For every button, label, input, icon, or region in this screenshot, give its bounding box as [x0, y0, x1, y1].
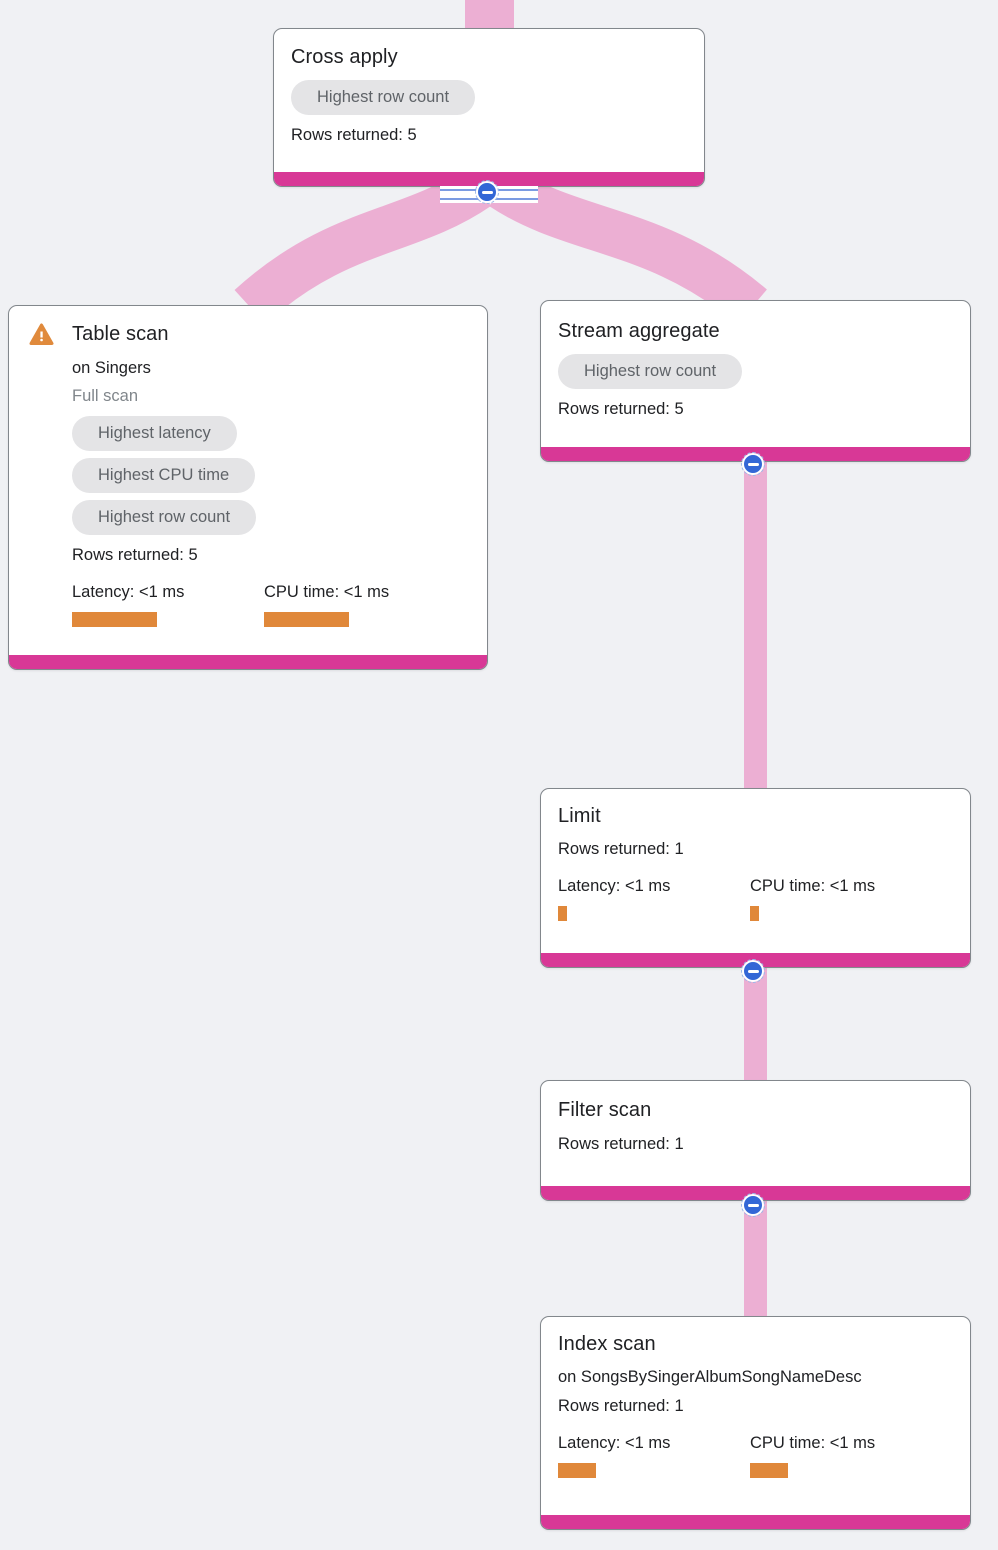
latency-label: Latency: <1 ms	[72, 583, 185, 601]
node-title: Limit	[558, 805, 601, 827]
node-title: Filter scan	[558, 1099, 652, 1121]
latency-label: Latency: <1 ms	[558, 877, 671, 895]
badge-highest-row-count: Highest row count	[558, 354, 743, 389]
rows-returned-label: Rows returned: 1	[558, 840, 684, 858]
rows-returned-label: Rows returned: 1	[558, 1397, 684, 1415]
minus-icon	[747, 1203, 759, 1207]
badge-highest-latency: Highest latency	[72, 416, 237, 451]
cpu-time-label: CPU time: <1 ms	[264, 583, 390, 601]
node-title: Stream aggregate	[558, 320, 720, 342]
node-cross-apply[interactable]: Cross apply Highest row count Rows retur…	[273, 28, 705, 187]
collapse-button-limit[interactable]	[741, 959, 765, 983]
rows-returned-label: Rows returned: 5	[558, 400, 684, 418]
minus-icon	[481, 190, 493, 194]
minus-icon	[747, 462, 759, 466]
rows-returned-label: Rows returned: 5	[291, 126, 417, 144]
minus-icon	[747, 969, 759, 973]
node-subtitle: on Singers	[72, 359, 151, 377]
node-subtitle: on SongsBySingerAlbumSongNameDesc	[558, 1368, 862, 1386]
node-accent-bar	[274, 172, 704, 186]
latency-bar	[72, 612, 157, 627]
full-scan-note: Full scan	[72, 387, 139, 405]
latency-bar	[558, 906, 567, 921]
rows-returned-label: Rows returned: 1	[558, 1135, 684, 1153]
node-filter-scan[interactable]: Filter scan Rows returned: 1	[540, 1080, 971, 1201]
node-accent-bar	[541, 1186, 970, 1200]
badge-highest-cpu-time: Highest CPU time	[72, 458, 256, 493]
node-limit[interactable]: Limit Rows returned: 1 Latency: <1 ms CP…	[540, 788, 971, 968]
node-accent-bar	[541, 1515, 970, 1529]
collapse-button-stream-aggregate[interactable]	[741, 452, 765, 476]
edge-stream-aggregate-to-limit	[744, 455, 767, 795]
latency-label: Latency: <1 ms	[558, 1434, 671, 1452]
warning-icon	[29, 323, 54, 345]
node-index-scan[interactable]: Index scan on SongsBySingerAlbumSongName…	[540, 1316, 971, 1530]
edge-parent-to-cross-apply	[465, 0, 514, 30]
cpu-time-label: CPU time: <1 ms	[750, 877, 876, 895]
badge-highest-row-count: Highest row count	[72, 500, 257, 535]
badge-highest-row-count: Highest row count	[291, 80, 476, 115]
cpu-time-bar	[264, 612, 349, 627]
node-stream-aggregate[interactable]: Stream aggregate Highest row count Rows …	[540, 300, 971, 462]
node-title: Index scan	[558, 1333, 656, 1355]
node-table-scan[interactable]: Table scan on Singers Full scan Highest …	[8, 305, 488, 670]
collapse-button-filter-scan[interactable]	[741, 1193, 765, 1217]
edge-limit-to-filter-scan	[744, 960, 767, 1086]
node-title: Table scan	[72, 323, 169, 345]
rows-returned-label: Rows returned: 5	[72, 546, 198, 564]
node-accent-bar	[9, 655, 487, 669]
collapse-button-cross-apply[interactable]	[475, 180, 499, 204]
edge-filter-scan-to-index-scan	[744, 1194, 767, 1322]
cpu-time-label: CPU time: <1 ms	[750, 1434, 876, 1452]
cpu-time-bar	[750, 1463, 788, 1478]
latency-bar	[558, 1463, 596, 1478]
node-title: Cross apply	[291, 46, 398, 68]
cpu-time-bar	[750, 906, 759, 921]
